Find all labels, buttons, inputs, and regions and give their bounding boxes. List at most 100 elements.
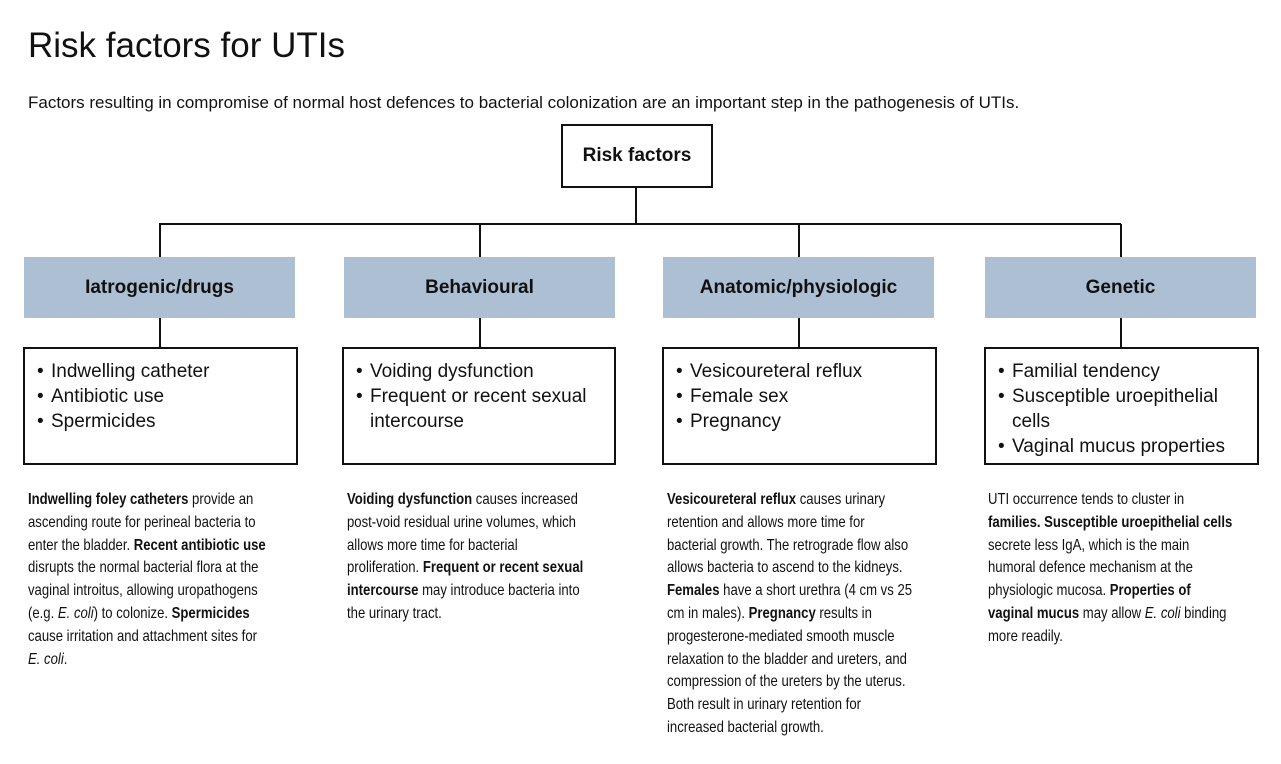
connector-to-header (1120, 224, 1122, 258)
description-line: increased bacterial growth. (667, 717, 946, 740)
risk-factor-list: Indwelling catheterAntibiotic useSpermic… (37, 359, 288, 434)
text-segment: Females (667, 582, 720, 600)
description-line: humoral defence mechanism at the (988, 557, 1267, 580)
description-line: disrupts the normal bacterial flora at t… (28, 557, 307, 580)
description-line: Vesicoureteral reflux causes urinary (667, 489, 946, 512)
list-item: Vesicoureteral reflux (676, 359, 927, 384)
text-segment: binding (1180, 604, 1227, 622)
text-segment: families. Susceptible uroepithelial cell… (988, 513, 1233, 531)
connector-to-header (798, 224, 800, 258)
text-segment: bacterial growth. The retrograde flow al… (667, 536, 909, 554)
connector-horizontal (159, 223, 1121, 225)
description-line: cm in males). Pregnancy results in (667, 603, 946, 626)
category-header: Behavioural (344, 257, 615, 318)
text-segment: ascending route for perineal bacteria to (28, 513, 256, 531)
risk-factor-box: Vesicoureteral refluxFemale sexPregnancy (662, 347, 937, 465)
list-item: Antibiotic use (37, 384, 288, 409)
risk-factor-box: Voiding dysfunctionFrequent or recent se… (342, 347, 616, 465)
text-segment: ) to colonize. (93, 604, 172, 622)
list-item: Indwelling catheter (37, 359, 288, 384)
risk-factor-list: Vesicoureteral refluxFemale sexPregnancy (676, 359, 927, 434)
text-segment: the urinary tract. (347, 604, 442, 622)
text-segment: cause irritation and attachment sites fo… (28, 627, 257, 645)
description-line: compression of the ureters by the uterus… (667, 671, 946, 694)
description-line: vaginal introitus, allowing uropathogens (28, 580, 307, 603)
description-line: intercourse may introduce bacteria into (347, 580, 626, 603)
text-segment: enter the bladder. (28, 536, 134, 554)
text-segment: retention and allows more time for (667, 513, 865, 531)
risk-factor-box: Familial tendencySusceptible uroepitheli… (984, 347, 1259, 465)
text-segment: Frequent or recent sexual (422, 559, 584, 577)
risk-factor-list: Voiding dysfunctionFrequent or recent se… (356, 359, 606, 434)
description-line: proliferation. Frequent or recent sexual (347, 557, 626, 580)
text-segment: post-void residual urine volumes, which (347, 513, 576, 531)
description-line: allows bacteria to ascend to the kidneys… (667, 557, 946, 580)
text-segment: have a short urethra (4 cm vs 25 (719, 582, 913, 600)
text-segment: provide an (188, 491, 254, 508)
text-segment: E. coli (1144, 604, 1181, 622)
text-segment: relaxation to the bladder and ureters, a… (667, 650, 907, 668)
text-segment: disrupts the normal bacterial flora at t… (28, 559, 259, 577)
description-line: vaginal mucus may allow E. coli binding (988, 603, 1267, 626)
text-segment: vaginal introitus, allowing uropathogens (28, 582, 258, 600)
text-segment: proliferation. (347, 559, 423, 577)
description-line: relaxation to the bladder and ureters, a… (667, 649, 946, 672)
description-line: progesterone-mediated smooth muscle (667, 626, 946, 649)
connector-to-header (479, 224, 481, 258)
list-item: Familial tendency (998, 359, 1249, 384)
category-header: Iatrogenic/drugs (24, 257, 295, 318)
description-line: physiologic mucosa. Properties of (988, 580, 1267, 603)
text-segment: allows more time for bacterial (347, 536, 518, 554)
description-line: Females have a short urethra (4 cm vs 25 (667, 580, 946, 603)
connector-to-box (1120, 318, 1122, 348)
list-item: Spermicides (37, 409, 288, 434)
text-segment: intercourse (347, 582, 419, 600)
description-line: (e.g. E. coli) to colonize. Spermicides (28, 603, 307, 626)
connector-to-header (159, 224, 161, 258)
description-line: retention and allows more time for (667, 512, 946, 535)
risk-factor-list: Familial tendencySusceptible uroepitheli… (998, 359, 1249, 459)
text-segment: E. coli (57, 604, 94, 622)
description-line: post-void residual urine volumes, which (347, 512, 626, 535)
description-line: ascending route for perineal bacteria to (28, 512, 307, 535)
text-segment: physiologic mucosa. (988, 582, 1110, 600)
text-segment: Voiding dysfunction (347, 491, 473, 508)
text-segment: Both result in urinary retention for (667, 696, 861, 714)
connector-to-box (798, 318, 800, 348)
description-line: cause irritation and attachment sites fo… (28, 626, 307, 649)
description-line: the urinary tract. (347, 603, 626, 626)
text-segment: may allow (1079, 604, 1145, 622)
category-header: Anatomic/physiologic (663, 257, 934, 318)
list-item: Pregnancy (676, 409, 927, 434)
text-segment: . (63, 650, 68, 668)
description-line: E. coli. (28, 649, 307, 672)
list-item: Vaginal mucus properties (998, 434, 1249, 459)
page-title: Risk factors for UTIs (28, 26, 345, 65)
text-segment: vaginal mucus (988, 604, 1080, 622)
description-line: UTI occurrence tends to cluster in (988, 489, 1267, 512)
text-segment: secrete less IgA, which is the main (988, 536, 1190, 554)
text-segment: (e.g. (28, 604, 58, 622)
description-line: allows more time for bacterial (347, 535, 626, 558)
list-item: Frequent or recent sexual intercourse (356, 384, 606, 434)
text-segment: results in (815, 604, 872, 622)
text-segment: cm in males). (667, 604, 749, 622)
list-item: Voiding dysfunction (356, 359, 606, 384)
subtitle: Factors resulting in compromise of norma… (28, 93, 1020, 112)
text-segment: increased bacterial growth. (667, 718, 824, 736)
connector-to-box (479, 318, 481, 348)
text-segment: causes increased (472, 491, 578, 508)
text-segment: may introduce bacteria into (418, 582, 580, 600)
text-segment: Properties of (1109, 582, 1191, 600)
text-segment: humoral defence mechanism at the (988, 559, 1193, 577)
description-line: secrete less IgA, which is the main (988, 535, 1267, 558)
text-segment: E. coli (28, 650, 64, 668)
description-line: Voiding dysfunction causes increased (347, 489, 626, 512)
text-segment: more readily. (988, 627, 1063, 645)
connector-root-down (635, 186, 637, 225)
text-segment: causes urinary (796, 491, 886, 508)
description-line: more readily. (988, 626, 1267, 649)
